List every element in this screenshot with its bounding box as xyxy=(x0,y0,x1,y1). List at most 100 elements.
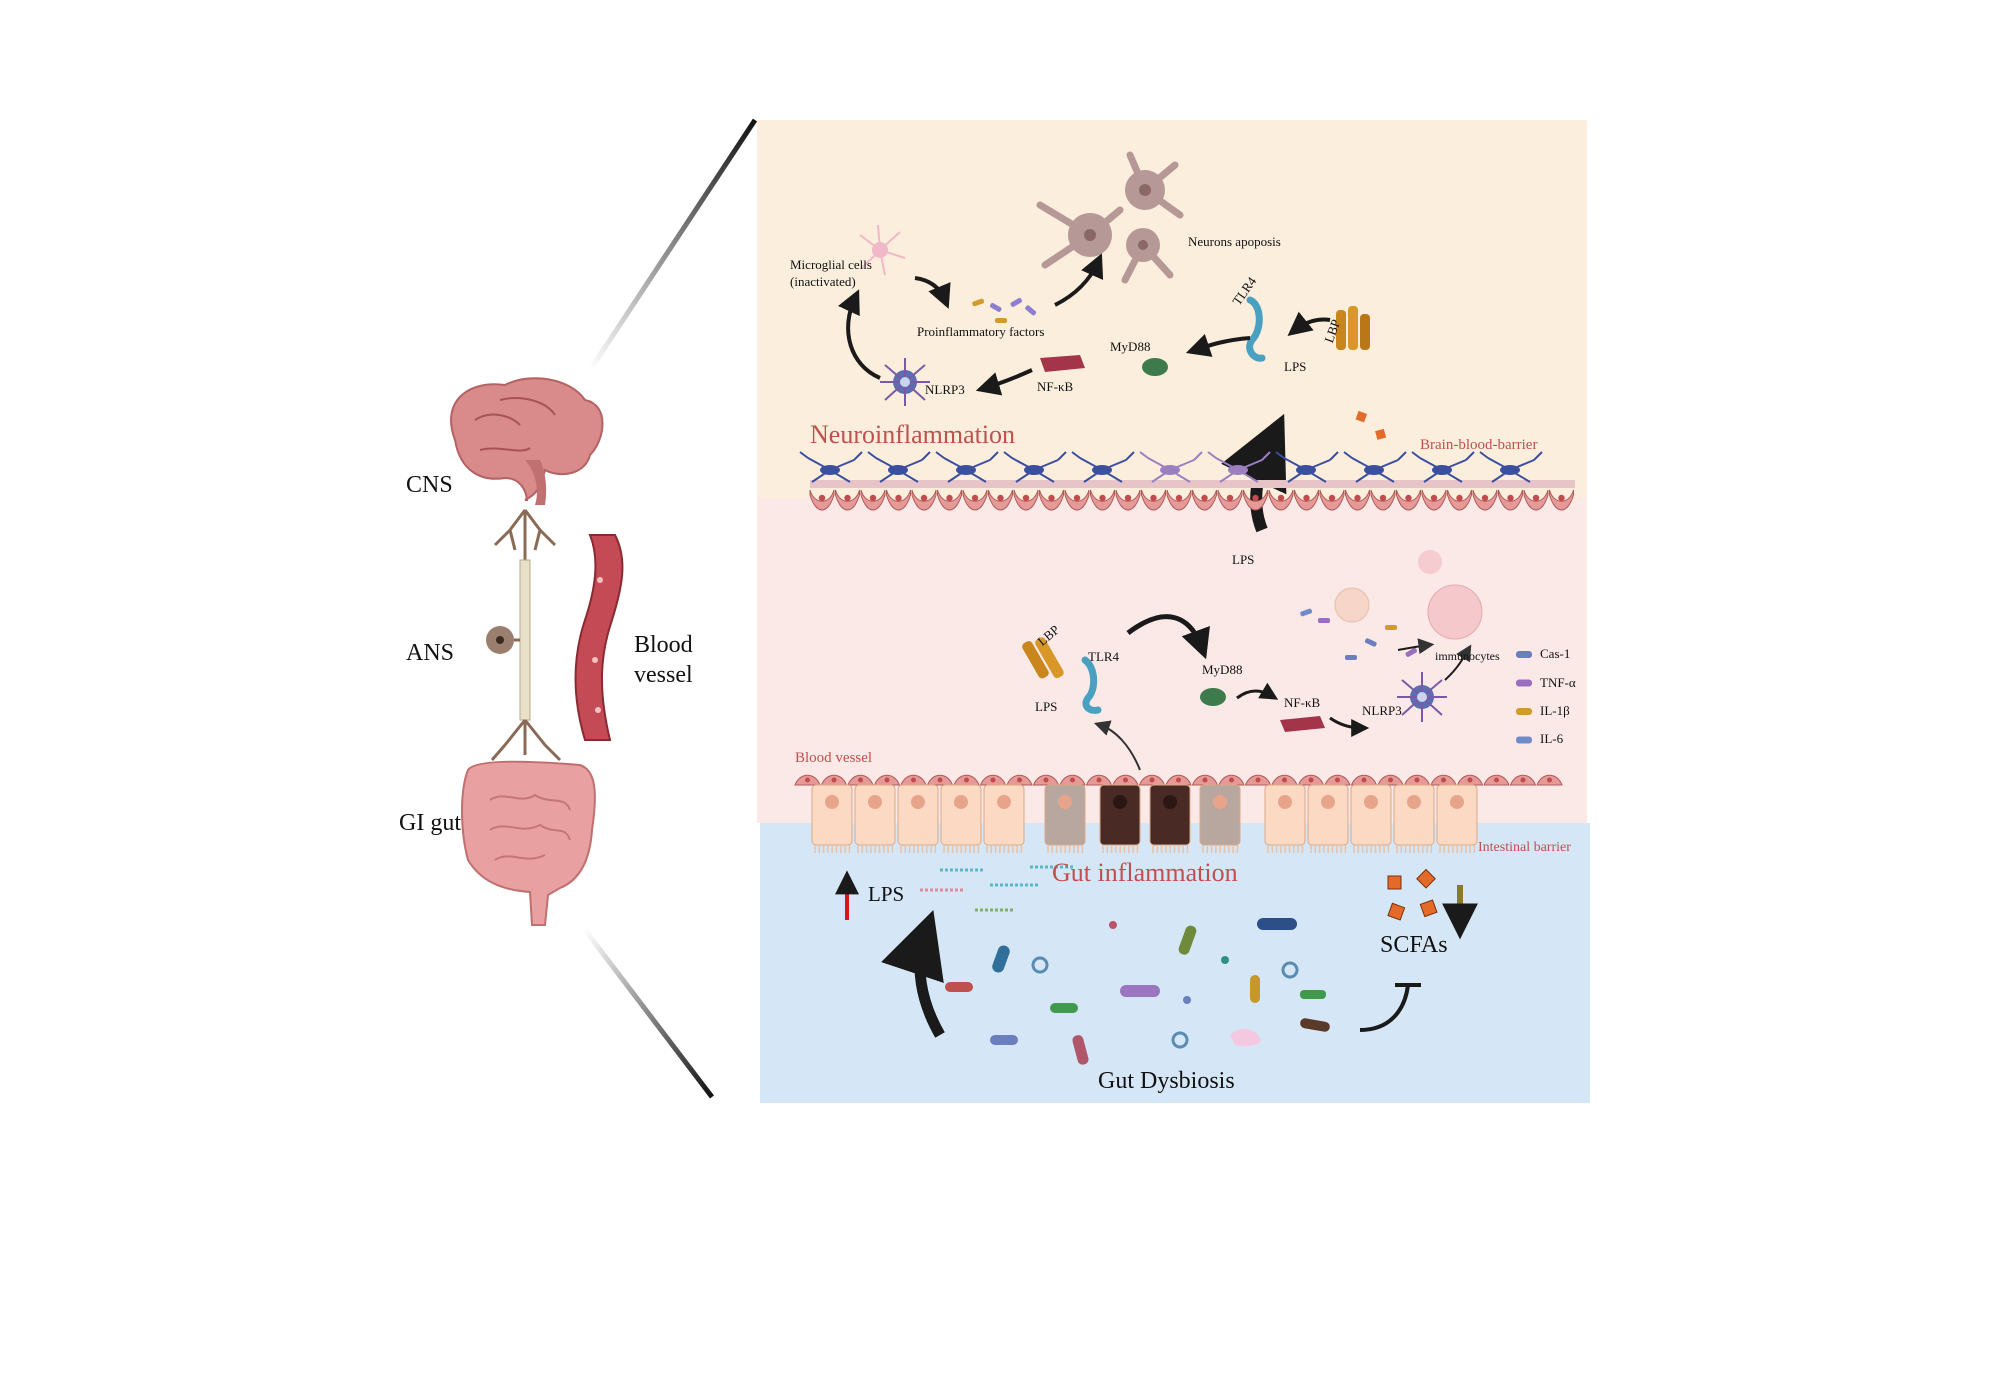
cell-nucleus xyxy=(844,494,851,502)
cell-nucleus xyxy=(1335,777,1340,783)
nfkb-protein-brain xyxy=(1040,355,1085,372)
enterocyte xyxy=(1199,784,1241,846)
microglia-cell xyxy=(859,224,906,276)
cell-nucleus xyxy=(1070,777,1075,783)
enterocyte xyxy=(1264,784,1306,846)
endothelial-cell xyxy=(988,489,1013,511)
cell-nucleus xyxy=(1123,777,1128,783)
label-microglia-1: Microglial cells xyxy=(790,257,872,272)
cell-nucleus xyxy=(1229,777,1234,783)
enterocyte xyxy=(1149,784,1191,846)
cell-nucleus xyxy=(1255,777,1261,783)
endothelial-cell xyxy=(911,489,937,511)
arrow-factors-to-neurons xyxy=(1054,253,1104,307)
endothelial-cell xyxy=(1498,489,1523,511)
astrocyte-body xyxy=(1432,465,1452,475)
zoom-line-top xyxy=(587,118,758,372)
endothelial-cell xyxy=(860,489,886,511)
astrocyte-body xyxy=(1024,465,1044,475)
basement-membrane xyxy=(810,480,1575,488)
astrocyte-body xyxy=(1364,465,1384,475)
astrocyte-process xyxy=(799,451,863,483)
cell-nucleus xyxy=(1328,494,1336,502)
cell-nucleus xyxy=(1379,494,1387,502)
endothelial-cell xyxy=(1141,489,1166,511)
endothelial-cell xyxy=(1090,489,1115,511)
label-myd88-brain: MyD88 xyxy=(1110,339,1151,354)
enterocyte-nucleus xyxy=(1213,795,1227,809)
label-blood-vessel-2: vessel xyxy=(634,662,693,688)
enterocyte-nucleus xyxy=(868,795,882,809)
cell-nucleus xyxy=(1354,494,1361,502)
endothelial-cell xyxy=(1319,489,1345,511)
endothelial-cell xyxy=(835,489,860,511)
enterocyte xyxy=(1436,784,1478,846)
label-blood-vessel: Blood vessel xyxy=(795,750,873,766)
cell-nucleus xyxy=(1176,777,1181,783)
endothelial-cell xyxy=(1115,489,1141,511)
brain-illustration xyxy=(450,377,604,505)
label-intestinal-barrier: Intestinal barrier xyxy=(1478,840,1571,855)
endothelial-cell xyxy=(886,489,911,511)
astrocyte-process xyxy=(1003,451,1067,483)
gut-illustration xyxy=(461,760,596,926)
cell-nucleus xyxy=(1017,777,1022,783)
cell-nucleus xyxy=(1226,494,1234,502)
arrow-gut-to-tlr4 xyxy=(1093,720,1141,771)
label-gut-inflammation: Gut inflammation xyxy=(1052,858,1238,887)
enterocyte xyxy=(1350,784,1392,846)
label-tlr4-blood: TLR4 xyxy=(1088,649,1120,664)
enterocyte xyxy=(1044,784,1086,846)
enterocyte-nucleus xyxy=(825,795,839,809)
nlrp3-inflammasome-blood xyxy=(1397,672,1447,722)
zoom-line-bottom xyxy=(583,928,714,1099)
lps-molecules-gut xyxy=(920,865,1075,912)
gut-microbiota xyxy=(945,918,1330,1065)
cell-nucleus xyxy=(964,777,969,783)
myd88-protein-blood xyxy=(1200,688,1226,706)
cell-nucleus xyxy=(1481,494,1489,502)
label-gut-dysbiosis: Gut Dysbiosis xyxy=(1098,1068,1235,1094)
cell-nucleus xyxy=(1361,777,1367,783)
cell-nucleus xyxy=(1048,494,1055,502)
cell-nucleus xyxy=(1282,777,1287,783)
endothelial-cell xyxy=(809,489,835,511)
arrow-immunocytes-label xyxy=(1397,638,1435,655)
scfa-particles-gut xyxy=(1387,868,1438,921)
astrocyte-body xyxy=(1092,465,1112,475)
cell-nucleus xyxy=(1043,777,1049,783)
endothelial-cell xyxy=(1421,489,1447,511)
label-gi-gut: GI gut xyxy=(399,810,461,836)
arrow-lbp-to-tlr4 xyxy=(1287,311,1331,336)
endothelial-cell xyxy=(1039,489,1064,511)
cell-nucleus xyxy=(1414,777,1420,783)
cell-nucleus xyxy=(946,494,953,502)
label-neurons-apoptosis: Neurons apoposis xyxy=(1188,234,1281,249)
cell-nucleus xyxy=(884,777,890,783)
arrow-myd88-to-nfkb-blood xyxy=(1236,682,1279,700)
cell-nucleus xyxy=(1303,494,1310,502)
enterocyte-nucleus xyxy=(1321,795,1335,809)
cell-nucleus xyxy=(1202,777,1208,783)
nlrp3-inflammasome-brain xyxy=(880,358,930,406)
cell-nucleus xyxy=(920,494,928,502)
arrow-dysbiosis-to-lps xyxy=(881,909,945,1038)
cell-nucleus xyxy=(869,494,877,502)
legend-il6-label: IL-6 xyxy=(1540,731,1564,746)
endothelial-cell xyxy=(1370,489,1396,511)
cell-nucleus xyxy=(1073,494,1081,502)
astrocyte-process xyxy=(935,451,999,483)
cell-nucleus xyxy=(990,777,996,783)
enterocyte xyxy=(983,784,1025,846)
astrocyte-body xyxy=(888,465,908,475)
endothelial-cell xyxy=(1294,489,1319,511)
cell-nucleus xyxy=(1150,494,1157,502)
enterocyte xyxy=(897,784,939,846)
enterocyte-nucleus xyxy=(1163,795,1177,809)
brain-region-bg xyxy=(757,120,1587,498)
arrow-nfkb-to-nlrp3 xyxy=(975,368,1033,396)
enterocyte xyxy=(811,784,853,846)
arrow-nlrp3-to-immunocytes xyxy=(1444,644,1472,681)
cell-nucleus xyxy=(1175,494,1183,502)
